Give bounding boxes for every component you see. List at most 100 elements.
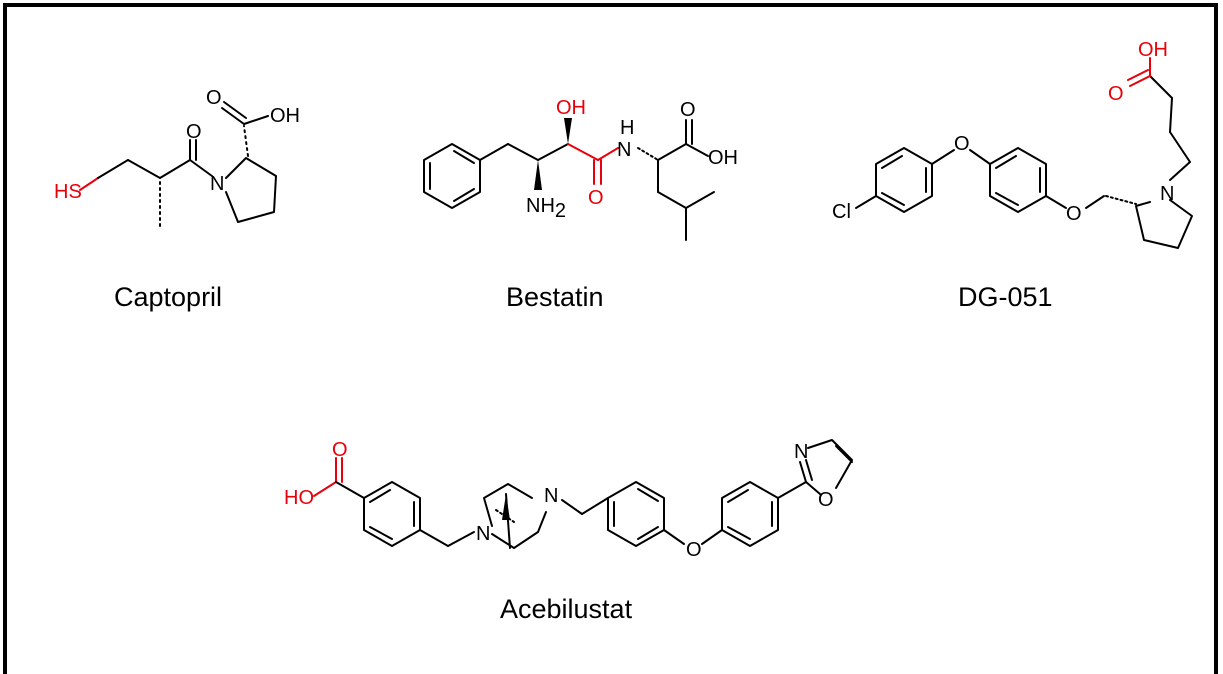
acebilustat-atom-o-oxazole: O (818, 489, 834, 511)
acebilustat-bond (727, 489, 749, 503)
bestatin-atom-h: H (620, 117, 634, 139)
acebilustat-bond (313, 481, 337, 497)
bestatin-bond (597, 147, 619, 161)
dg051-bond (855, 195, 877, 209)
captopril-pyrrolidine (225, 157, 277, 223)
bestatin-bond (567, 143, 599, 161)
dg051-bond-hash (1105, 195, 1137, 205)
acebilustat-bicycle (491, 511, 547, 549)
bestatin-bond (685, 191, 715, 209)
dg051-atom-o-carbonyl: O (1108, 83, 1124, 105)
acebilustat-ring-a (363, 481, 421, 547)
dg051-bond (1045, 195, 1067, 209)
acebilustat-bond (805, 459, 813, 481)
dg051-bond (1127, 69, 1149, 81)
captopril-bond (221, 107, 245, 125)
acebilustat-bond (835, 445, 853, 463)
acebilustat-bridge-wedge (502, 494, 510, 520)
acebilustat-bond (369, 489, 391, 503)
bestatin-atom-o-amide: O (588, 187, 604, 209)
captopril-acid-hash (243, 125, 249, 157)
acebilustat-bond (369, 526, 393, 540)
dg051-bond (1085, 195, 1105, 209)
captopril-bond (223, 101, 247, 119)
acebilustat-atom-ho: HO (284, 487, 314, 509)
captopril-bond (243, 115, 269, 125)
acebilustat-bond (581, 497, 609, 515)
acebilustat-bond (561, 499, 583, 515)
dg051-bond (1129, 75, 1151, 87)
dg051-atom-oh: OH (1138, 39, 1168, 61)
captopril-bond-s (79, 177, 99, 191)
dg051-bond (1149, 75, 1173, 99)
acebilustat-bond (637, 526, 659, 540)
acebilustat-bond (777, 481, 807, 499)
captopril-bond (97, 159, 129, 179)
dg051-bond (881, 155, 903, 169)
dg051-bond (995, 192, 1019, 206)
acebilustat-bond (727, 526, 751, 540)
bestatin-bond (657, 143, 687, 161)
acebilustat-bond (419, 529, 449, 547)
captopril-bond (159, 159, 191, 179)
acebilustat-atom-n-left: N (476, 523, 490, 545)
captopril-bond (127, 159, 161, 179)
dg051-atom-o-bridge: O (954, 133, 970, 155)
dg051-atom-n: N (1160, 183, 1174, 205)
bestatin-atom-oh-acid: OH (708, 147, 738, 169)
acebilustat-bond (335, 481, 365, 499)
acebilustat-bond (701, 529, 723, 545)
bestatin-label: Bestatin (506, 282, 604, 312)
acebilustat-label: Acebilustat (500, 594, 633, 624)
captopril-bond (189, 159, 213, 177)
acebilustat-atom-o-bridge: O (686, 539, 702, 561)
bestatin-oh-wedge (564, 118, 572, 144)
acebilustat-ring-c (721, 481, 779, 547)
dg051-label: DG-051 (958, 282, 1053, 312)
acebilustat-ring-b (607, 481, 665, 547)
bestatin-bond-hash (637, 147, 659, 161)
dg051-atom-o-ether: O (1066, 203, 1082, 225)
figure-frame (3, 3, 1218, 674)
bestatin-bond (685, 143, 709, 157)
dg051-bond (1169, 97, 1173, 133)
acebilustat-atom-n-right: N (544, 485, 558, 507)
acebilustat-atom-o-carbonyl: O (332, 439, 348, 461)
acebilustat-bond (799, 461, 807, 483)
acebilustat-atom-n-oxazole: N (794, 441, 808, 463)
captopril-atom-n: N (210, 173, 224, 195)
dg051-atom-cl: Cl (832, 201, 851, 223)
acebilustat-oxazole (807, 439, 853, 489)
acebilustat-bond (447, 531, 475, 547)
captopril-atom-oh: OH (270, 105, 300, 127)
acebilustat-bond (805, 481, 821, 495)
bestatin-bond (507, 143, 539, 161)
captopril-atom-sh: HS (54, 181, 82, 203)
acebilustat-bicycle (483, 483, 533, 527)
dg051-bond (1169, 161, 1191, 181)
dg051-bond (995, 155, 1017, 169)
bestatin-bond (657, 191, 687, 209)
acebilustat-bridge-hash (495, 509, 515, 523)
bestatin-bond (479, 143, 509, 161)
bestatin-atom-nh2: NH2 (526, 195, 566, 222)
bestatin-bond (537, 143, 569, 161)
bestatin-nh2-wedge (534, 160, 542, 190)
captopril-atom-o: O (186, 121, 202, 143)
acebilustat-bond (637, 488, 659, 502)
dg051-bond (931, 149, 955, 165)
bestatin-atom-o-acid: O (680, 99, 696, 121)
captopril-label: Captopril (114, 282, 223, 312)
dg051-bond (1169, 131, 1191, 163)
dg051-pyrrolidine (1135, 199, 1193, 249)
acebilustat-bond (663, 529, 685, 545)
captopril-atom-o: O (206, 87, 222, 109)
bestatin-bond (453, 150, 475, 164)
bestatin-atom-oh: OH (556, 97, 586, 119)
dg051-bond (969, 149, 991, 165)
dg051-bond (881, 192, 905, 206)
